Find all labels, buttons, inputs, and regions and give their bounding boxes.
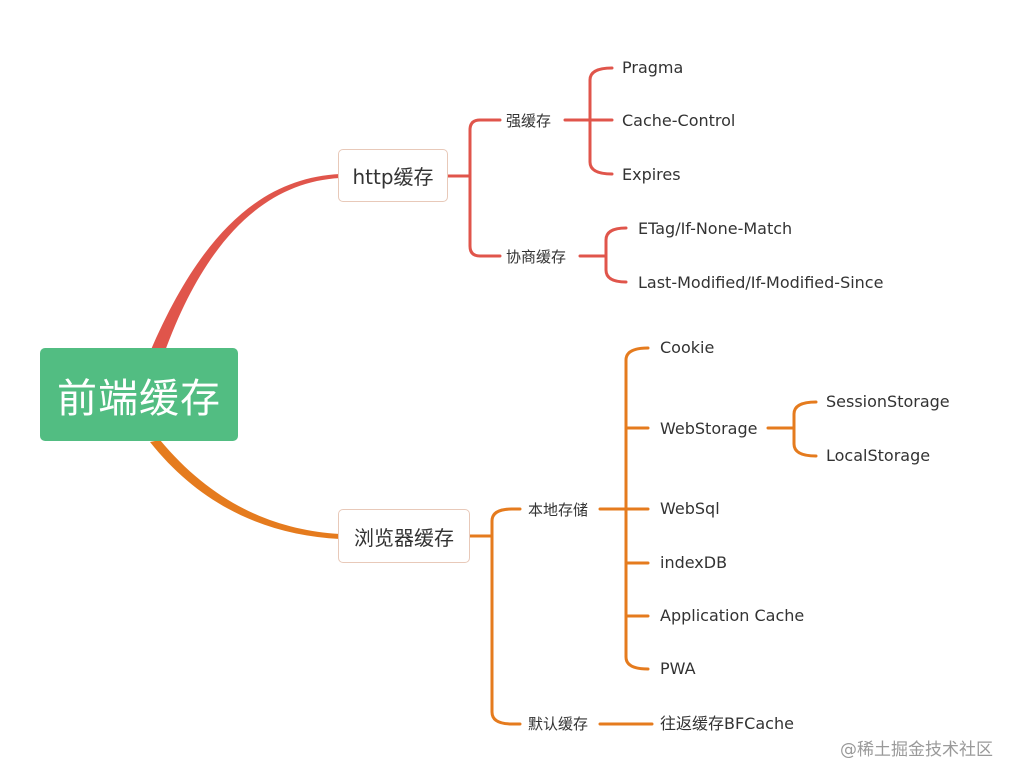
http-cache-node: http缓存	[338, 149, 448, 202]
root-node: 前端缓存	[40, 348, 238, 441]
leaf-localstorage: LocalStorage	[826, 446, 931, 465]
default-cache-label: 默认缓存	[528, 715, 589, 733]
leaf-pwa: PWA	[660, 659, 696, 678]
link-root-browser	[150, 440, 340, 539]
browser-cache-node: 浏览器缓存	[338, 509, 470, 563]
leaf-application-cache: Application Cache	[660, 606, 805, 625]
leaf-websql: WebSql	[660, 499, 720, 518]
leaf-cache-control: Cache-Control	[622, 111, 736, 130]
leaf-etag: ETag/If-None-Match	[638, 219, 793, 238]
strong-cache-label: 强缓存	[506, 112, 552, 130]
watermark: @稀土掘金技术社区	[840, 740, 993, 760]
leaf-sessionstorage: SessionStorage	[826, 392, 950, 411]
leaf-expires: Expires	[622, 165, 681, 184]
negotiate-cache-label: 协商缓存	[506, 248, 567, 266]
leaf-bfcache: 往返缓存BFCache	[660, 714, 794, 733]
leaf-pragma: Pragma	[622, 58, 684, 77]
leaf-cookie: Cookie	[660, 338, 715, 357]
link-root-http	[150, 174, 340, 354]
leaf-indexdb: indexDB	[660, 553, 728, 572]
leaf-last-modified: Last-Modified/If-Modified-Since	[638, 273, 884, 292]
local-storage-label: 本地存储	[528, 501, 589, 519]
leaf-webstorage: WebStorage	[660, 419, 758, 438]
